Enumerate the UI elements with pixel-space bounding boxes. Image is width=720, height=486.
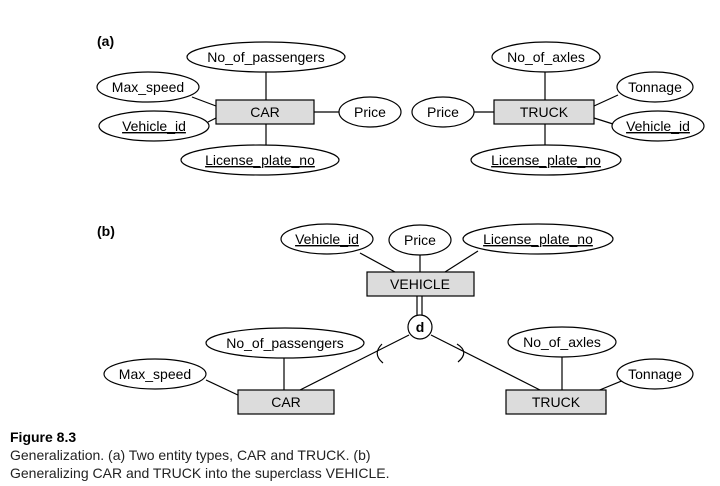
- car-entity-a: CAR: [215, 99, 315, 125]
- truck-attr-axles: No_of_axles: [491, 41, 601, 73]
- truck-entity-label: TRUCK: [520, 104, 569, 120]
- svg-text:Price: Price: [354, 104, 386, 120]
- car-attr-price: Price: [338, 96, 402, 128]
- car-entity-label: CAR: [250, 104, 280, 120]
- part-b-label: (b): [97, 223, 115, 239]
- disjoint-circle: d: [407, 314, 433, 340]
- car-attr-max-speed: Max_speed: [96, 71, 200, 103]
- vehicle-entity-label: VEHICLE: [390, 276, 450, 292]
- svg-text:Max_speed: Max_speed: [112, 79, 184, 95]
- subset-symbol-car: [376, 343, 384, 364]
- car-attr-vehicle-id-key: Vehicle_id: [98, 110, 210, 142]
- car-subclass-label: CAR: [271, 394, 301, 410]
- car-attr-license-key: License_plate_no: [180, 144, 340, 176]
- car-attr-passengers: No_of_passengers: [186, 41, 346, 73]
- svg-text:License_plate_no: License_plate_no: [483, 231, 593, 247]
- svg-text:Vehicle_id: Vehicle_id: [122, 118, 186, 134]
- vehicle-attr-vehicle-id-key: Vehicle_id: [280, 223, 374, 255]
- subset-symbol-truck: [456, 343, 465, 363]
- truck-attr-license-key: License_plate_no: [470, 144, 622, 176]
- truck-b-attr-tonnage: Tonnage: [616, 358, 694, 390]
- truck-attr-tonnage: Tonnage: [616, 71, 694, 103]
- svg-text:License_plate_no: License_plate_no: [205, 152, 315, 168]
- caption-line-1: Generalization. (a) Two entity types, CA…: [10, 447, 371, 463]
- part-a-label: (a): [97, 33, 114, 49]
- figure-title: Figure 8.3: [10, 429, 77, 445]
- svg-text:License_plate_no: License_plate_no: [491, 152, 601, 168]
- disjoint-label: d: [416, 319, 425, 335]
- svg-text:Max_speed: Max_speed: [119, 366, 191, 382]
- figure-caption: Figure 8.3 Generalization. (a) Two entit…: [10, 428, 389, 482]
- car-entity-b: CAR: [237, 389, 335, 415]
- truck-entity-a: TRUCK: [493, 99, 595, 125]
- svg-text:Tonnage: Tonnage: [628, 366, 682, 382]
- vehicle-entity: VEHICLE: [366, 271, 475, 297]
- svg-text:Price: Price: [427, 104, 459, 120]
- truck-entity-b: TRUCK: [505, 389, 607, 415]
- svg-text:Vehicle_id: Vehicle_id: [295, 231, 359, 247]
- truck-attr-price: Price: [411, 96, 475, 128]
- svg-text:No_of_passengers: No_of_passengers: [226, 335, 344, 351]
- svg-text:Price: Price: [404, 232, 436, 248]
- svg-text:No_of_axles: No_of_axles: [507, 49, 585, 65]
- truck-subclass-label: TRUCK: [532, 394, 581, 410]
- svg-text:Tonnage: Tonnage: [628, 79, 682, 95]
- svg-text:No_of_passengers: No_of_passengers: [207, 49, 325, 65]
- truck-attr-vehicle-id-key: Vehicle_id: [611, 110, 705, 142]
- vehicle-attr-price: Price: [388, 224, 452, 256]
- svg-text:Vehicle_id: Vehicle_id: [626, 118, 690, 134]
- caption-line-2: Generalizing CAR and TRUCK into the supe…: [10, 465, 390, 481]
- vehicle-attr-license-key: License_plate_no: [462, 223, 614, 255]
- car-b-attr-max-speed: Max_speed: [103, 358, 207, 390]
- car-b-attr-passengers: No_of_passengers: [205, 327, 365, 359]
- svg-text:No_of_axles: No_of_axles: [523, 334, 601, 350]
- truck-b-attr-axles: No_of_axles: [507, 326, 617, 358]
